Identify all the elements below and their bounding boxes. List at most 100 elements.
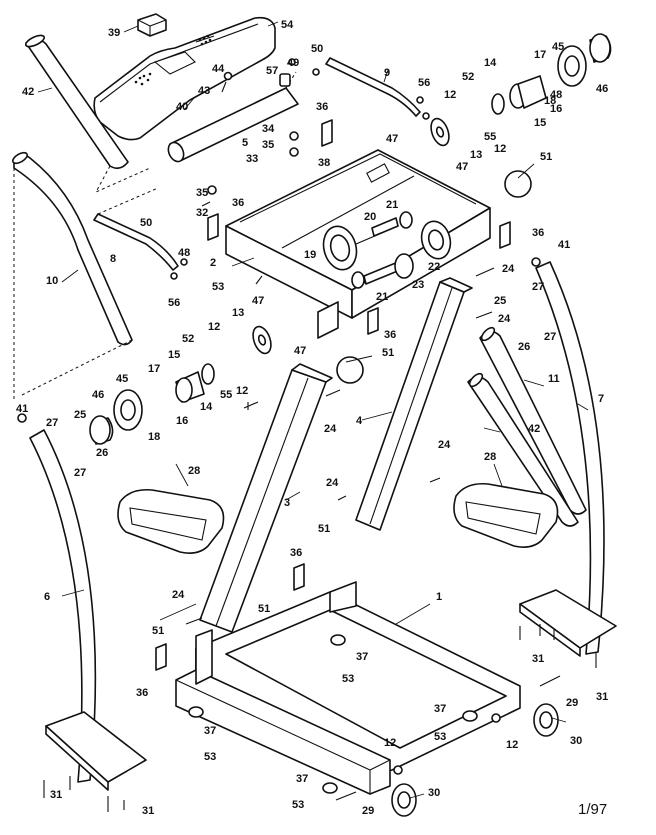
callout-label-c57: 57 — [266, 65, 278, 77]
callout-label-c45b: 45 — [116, 373, 128, 385]
callout-label-c5: 5 — [242, 137, 248, 149]
shaft-20 — [371, 217, 399, 237]
callout-label-c46b: 46 — [92, 389, 104, 401]
callout-label-c21b: 21 — [376, 291, 388, 303]
handrail-tube-11 — [479, 326, 587, 515]
callout-label-c37a: 37 — [356, 651, 368, 663]
callout-label-c24f: 24 — [172, 589, 185, 601]
callout-label-c53a: 53 — [212, 281, 224, 293]
callout-label-c12a: 12 — [444, 89, 456, 101]
callout-labels: 3954504249574443409561452121745464818161… — [16, 19, 608, 817]
callout-label-c27b: 27 — [544, 331, 556, 343]
callout-label-c35a: 35 — [262, 139, 274, 151]
upper-cross-tube-5 — [167, 87, 299, 163]
callout-label-c30b: 30 — [428, 787, 440, 799]
callout-label-c51d: 51 — [258, 603, 270, 615]
dashed-link-8 — [97, 187, 159, 215]
callout-label-c51b: 51 — [382, 347, 394, 359]
diagram-date-code: 1/97 — [578, 801, 607, 818]
link-rod-8 — [93, 213, 179, 271]
callout-label-c14a: 14 — [484, 57, 497, 69]
callout-label-c50b: 50 — [140, 217, 152, 229]
callout-label-c50a: 50 — [311, 43, 323, 55]
callout-label-c55a: 55 — [484, 131, 496, 143]
callout-label-c47d: 47 — [294, 345, 306, 357]
callout-label-c37c: 37 — [204, 725, 216, 737]
callout-label-c54: 54 — [281, 19, 294, 31]
callout-label-c23: 23 — [412, 279, 424, 291]
callout-label-c36a: 36 — [316, 101, 328, 113]
callout-label-c53e: 53 — [292, 799, 304, 811]
callout-label-c25a: 25 — [494, 295, 506, 307]
detail-circle-51-lower — [336, 356, 364, 384]
callout-label-c42b: 42 — [528, 423, 540, 435]
bushing-21-lower — [351, 261, 401, 289]
callout-label-c42a: 42 — [22, 86, 34, 98]
pedal-28-left — [117, 488, 225, 554]
callout-label-c36f: 36 — [136, 687, 148, 699]
callout-label-c53d: 53 — [204, 751, 216, 763]
handrail-tube-42-upper — [24, 34, 129, 170]
handrail-tube-42-lower — [467, 372, 579, 527]
callout-label-c24b: 24 — [498, 313, 511, 325]
callout-label-c36e: 36 — [290, 547, 302, 559]
bushing-21-upper — [399, 211, 413, 229]
callout-label-c24a: 24 — [502, 263, 515, 275]
console-part-39 — [137, 13, 167, 37]
callout-label-c36d: 36 — [384, 329, 396, 341]
callout-label-c17b: 17 — [148, 363, 160, 375]
feet-37 — [188, 634, 478, 794]
callout-label-c33: 33 — [246, 153, 258, 165]
base-frame-1 — [175, 581, 521, 795]
screw-43-44 — [221, 71, 233, 93]
callout-label-c38: 38 — [318, 157, 330, 169]
callout-label-c27a: 27 — [532, 281, 544, 293]
callout-label-c24c: 24 — [324, 423, 337, 435]
callout-label-c51e: 51 — [152, 625, 164, 637]
callout-label-c28a: 28 — [188, 465, 200, 477]
callout-label-c27d: 27 — [74, 467, 86, 479]
callout-label-c9: 9 — [384, 67, 390, 79]
callout-label-c22: 22 — [428, 261, 440, 273]
bracket-57-49 — [279, 58, 296, 87]
callout-label-c24e: 24 — [326, 477, 339, 489]
pulley-22 — [420, 220, 452, 260]
callout-label-c11: 11 — [548, 373, 560, 385]
callout-label-c52b: 52 — [182, 333, 194, 345]
callout-label-c24d: 24 — [438, 439, 451, 451]
callout-label-c25b: 25 — [74, 409, 86, 421]
callout-label-c26a: 26 — [518, 341, 530, 353]
callout-label-c1: 1 — [436, 591, 442, 603]
link-rod-9 — [325, 57, 421, 117]
detail-circle-51-upper — [504, 170, 532, 198]
callout-label-c51c: 51 — [318, 523, 330, 535]
callout-label-c53c: 53 — [434, 731, 446, 743]
callout-label-c19: 19 — [304, 249, 316, 261]
callout-label-c14b: 14 — [200, 401, 213, 413]
wheel-30-left — [391, 783, 417, 817]
handrail-tube-10 — [11, 151, 133, 346]
callout-label-c55b: 55 — [220, 389, 232, 401]
callout-label-c56a: 56 — [418, 77, 430, 89]
callout-label-c31c: 31 — [50, 789, 62, 801]
callout-label-c4: 4 — [356, 415, 363, 427]
callout-label-c17a: 17 — [534, 49, 546, 61]
upright-frame-4 — [355, 277, 473, 531]
callout-label-c31d: 31 — [142, 805, 154, 817]
hub-23 — [394, 253, 414, 279]
callout-label-c51a: 51 — [540, 151, 552, 163]
callout-label-c16a: 16 — [550, 103, 562, 115]
callout-label-c48a: 48 — [550, 89, 562, 101]
callout-label-c29b: 29 — [362, 805, 374, 817]
callout-label-c30a: 30 — [570, 735, 582, 747]
callout-label-c18a: 18 — [544, 95, 556, 107]
pedal-28-right — [453, 482, 559, 548]
brackets-36 — [155, 119, 511, 671]
front-leg-7 — [519, 261, 617, 657]
callout-label-c31a: 31 — [532, 653, 544, 665]
callout-label-c13b: 13 — [232, 307, 244, 319]
callout-label-c32: 32 — [196, 207, 208, 219]
crank-assembly-left — [89, 325, 272, 445]
callout-label-c44: 44 — [212, 63, 225, 75]
callout-label-c29a: 29 — [566, 697, 578, 709]
